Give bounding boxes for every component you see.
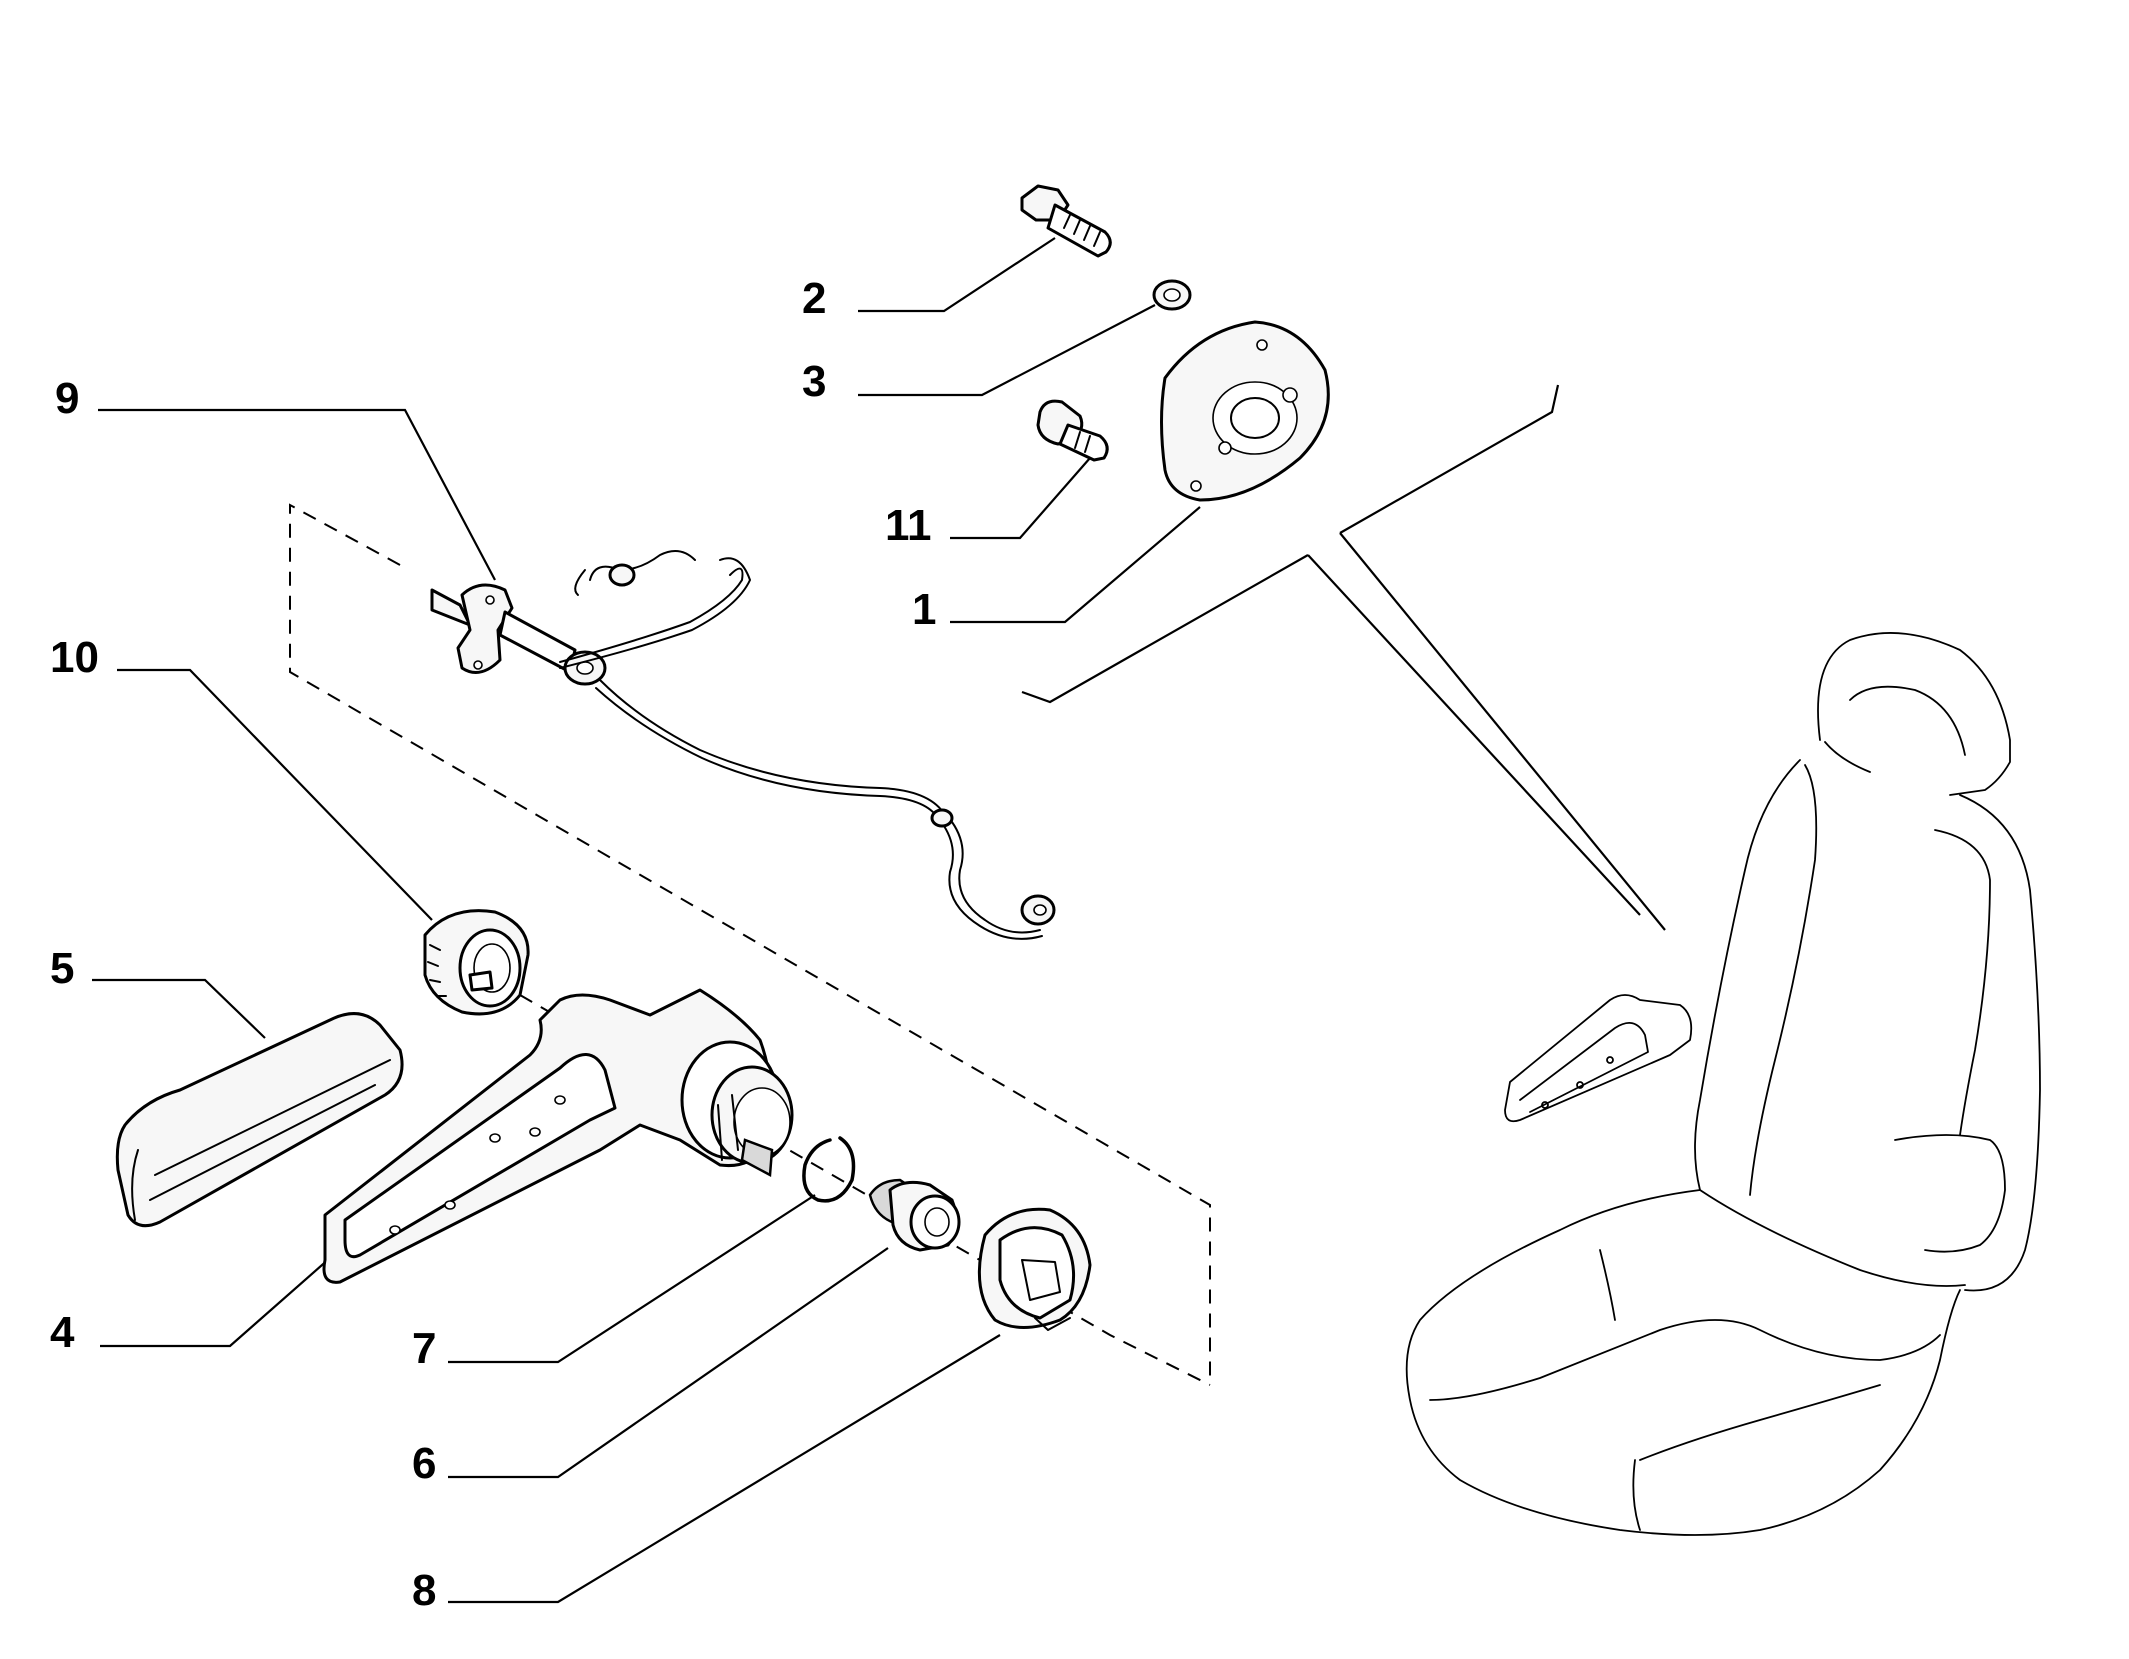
leader-lines — [92, 237, 1201, 1604]
end-cap-part-8 — [977, 1207, 1092, 1331]
leader-line-9 — [98, 408, 496, 581]
seat-headrest — [1817, 632, 2011, 796]
snap-ring-part-7 — [802, 1136, 856, 1203]
armrest-pad-part-5 — [115, 1012, 404, 1228]
callout-label-7: 7 — [412, 1324, 436, 1373]
dashed-outline-left — [289, 503, 1211, 1385]
leader-line-5 — [92, 978, 266, 1039]
armrest-frame-part-4 — [322, 988, 794, 1284]
detail-bracket-upper — [1339, 384, 1560, 534]
bushing-part-6 — [868, 1178, 961, 1252]
callout-label-4: 4 — [50, 1308, 75, 1357]
detail-bracket-lines — [1021, 384, 1666, 931]
seat-cushion — [1405, 1189, 1961, 1536]
callout-label-8: 8 — [412, 1566, 436, 1615]
leader-line-6 — [448, 1247, 889, 1479]
callout-label-3: 3 — [802, 357, 826, 406]
leader-line-4 — [100, 1257, 331, 1348]
washer-part-3 — [1152, 279, 1192, 311]
leader-line-8 — [448, 1334, 1001, 1604]
callout-label-2: 2 — [802, 274, 826, 323]
callout-label-6: 6 — [412, 1439, 436, 1488]
detail-pointer-line-a — [1339, 532, 1666, 931]
leader-line-11 — [950, 457, 1091, 540]
detail-bracket-lower — [1021, 554, 1309, 704]
cable-assembly-part-9 — [430, 550, 1056, 940]
seat-armrest-detail — [1504, 994, 1693, 1123]
callout-label-9: 9 — [55, 374, 79, 423]
mounting-plate-part-1 — [1160, 320, 1330, 502]
callout-label-1: 1 — [912, 585, 936, 634]
bolt-part-11 — [1036, 399, 1109, 462]
detail-pointer-line-b — [1307, 554, 1641, 916]
seat-backrest — [1694, 759, 1966, 1287]
callout-label-11: 11 — [885, 501, 932, 550]
leader-line-3 — [858, 304, 1156, 397]
callout-labels: 2 3 11 1 9 10 5 4 7 6 8 — [50, 274, 936, 1615]
leader-line-2 — [858, 237, 1056, 313]
leader-line-1 — [950, 506, 1201, 624]
leader-line-7 — [448, 1194, 816, 1364]
callout-label-5: 5 — [50, 944, 74, 993]
knob-part-10 — [423, 909, 530, 1016]
leader-line-10 — [117, 668, 433, 921]
bolt-part-2 — [1020, 184, 1112, 258]
seat-overview-illustration — [1405, 632, 2041, 1536]
callout-label-10: 10 — [50, 633, 99, 682]
